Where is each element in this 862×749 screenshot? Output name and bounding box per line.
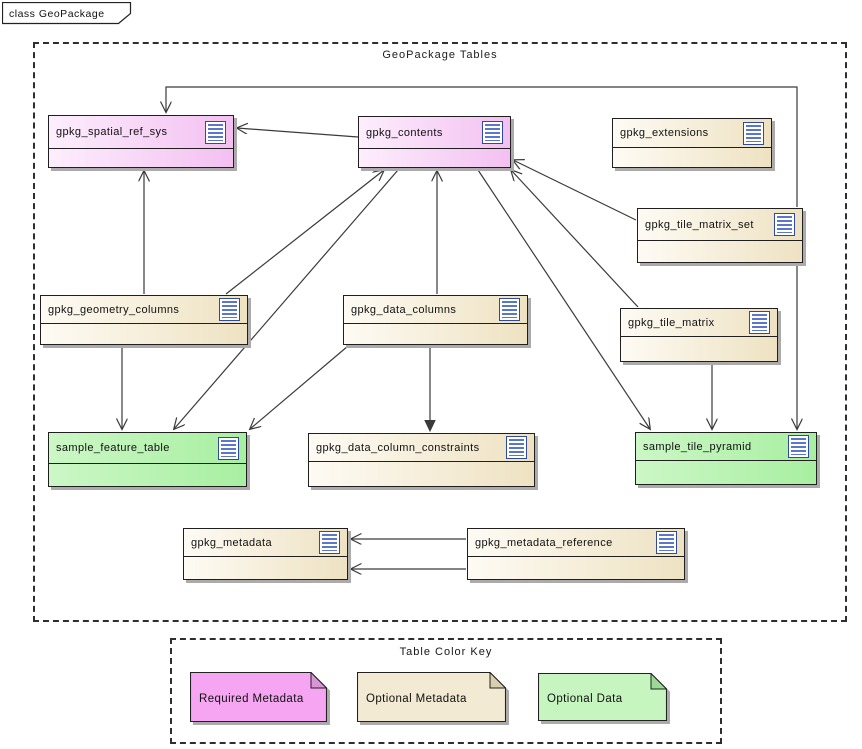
node-label: gpkg_spatial_ref_sys: [56, 126, 168, 138]
table-icon: [749, 311, 770, 334]
node-attributes-compartment: [613, 148, 771, 167]
note-fold-corner: [310, 672, 327, 689]
node-name-compartment: gpkg_spatial_ref_sys: [49, 116, 233, 149]
node-attributes-compartment: [49, 149, 233, 167]
legend-note-label: Optional Metadata: [366, 693, 467, 705]
node-label: sample_tile_pyramid: [643, 440, 752, 453]
node-attributes-compartment: [359, 149, 510, 167]
frame-label-text: class GeoPackage: [9, 8, 105, 20]
edge-dc-sft[interactable]: [250, 345, 349, 429]
node-name-compartment: gpkg_tile_matrix: [621, 309, 777, 337]
node-label: gpkg_tile_matrix: [628, 316, 715, 329]
node-name-compartment: gpkg_geometry_columns: [41, 296, 247, 324]
table-icon: [788, 435, 809, 458]
node-extensions[interactable]: gpkg_extensions: [612, 118, 772, 168]
note-shape: [357, 672, 506, 722]
node-attributes-compartment: [309, 462, 534, 486]
frame-tab-shape: [2, 2, 132, 25]
node-name-compartment: gpkg_data_column_constraints: [309, 434, 534, 462]
node-label: gpkg_data_column_constraints: [316, 441, 480, 454]
node-attributes-compartment: [638, 241, 802, 262]
node-attributes-compartment: [344, 324, 527, 344]
node-dcc[interactable]: gpkg_data_column_constraints: [308, 433, 535, 487]
legend-title: Table Color Key: [399, 646, 493, 658]
edge-contents-sft[interactable]: [174, 169, 399, 429]
node-sft[interactable]: sample_feature_table: [48, 432, 247, 487]
table-icon: [218, 436, 239, 460]
legend-note-label: Required Metadata: [199, 693, 304, 705]
node-label: gpkg_extensions: [620, 127, 709, 139]
table-icon: [205, 120, 226, 144]
frame-label-tab: class GeoPackage: [2, 2, 132, 25]
table-icon: [482, 121, 503, 144]
node-dc[interactable]: gpkg_data_columns: [343, 295, 528, 345]
table-icon: [506, 436, 527, 459]
table-color-key-frame: Table Color Key Required Metadata Option…: [170, 638, 722, 744]
node-label: gpkg_metadata: [191, 536, 273, 549]
node-mdr[interactable]: gpkg_metadata_reference: [467, 528, 685, 580]
node-stp[interactable]: sample_tile_pyramid: [635, 432, 817, 485]
node-tm[interactable]: gpkg_tile_matrix: [620, 308, 778, 362]
node-label: gpkg_contents: [366, 126, 443, 139]
node-name-compartment: gpkg_tile_matrix_set: [638, 209, 802, 241]
node-label: gpkg_geometry_columns: [48, 303, 180, 316]
node-label: gpkg_metadata_reference: [475, 536, 613, 549]
node-geom[interactable]: gpkg_geometry_columns: [40, 295, 248, 345]
node-label: gpkg_data_columns: [351, 303, 457, 316]
edge-contents-srs[interactable]: [237, 128, 359, 138]
note-fold-corner: [489, 672, 506, 689]
node-name-compartment: gpkg_data_columns: [344, 296, 527, 324]
frame-title: GeoPackage Tables: [382, 49, 498, 61]
table-icon: [499, 298, 520, 321]
node-tms[interactable]: gpkg_tile_matrix_set: [637, 208, 803, 263]
table-icon: [774, 213, 795, 236]
node-label: gpkg_tile_matrix_set: [645, 218, 754, 231]
legend-note-optional-metadata[interactable]: Optional Metadata: [357, 672, 506, 722]
node-attributes-compartment: [636, 461, 816, 484]
table-icon: [743, 121, 764, 145]
note-shape: [538, 673, 667, 721]
node-name-compartment: gpkg_extensions: [613, 119, 771, 148]
node-srs[interactable]: gpkg_spatial_ref_sys: [48, 115, 234, 168]
node-attributes-compartment: [41, 324, 247, 344]
legend-note-optional-data[interactable]: Optional Data: [538, 673, 667, 721]
edge-contents-stp[interactable]: [477, 169, 650, 429]
node-name-compartment: gpkg_contents: [359, 117, 510, 149]
node-name-compartment: sample_feature_table: [49, 433, 246, 464]
legend-note-required-metadata[interactable]: Required Metadata: [190, 672, 327, 722]
node-name-compartment: gpkg_metadata_reference: [468, 529, 684, 557]
legend-note-label: Optional Data: [547, 693, 623, 705]
node-name-compartment: sample_tile_pyramid: [636, 433, 816, 461]
edge-tms-contents[interactable]: [513, 160, 637, 221]
table-icon: [319, 531, 340, 554]
node-name-compartment: gpkg_metadata: [184, 529, 347, 557]
node-md[interactable]: gpkg_metadata: [183, 528, 348, 580]
node-attributes-compartment: [184, 557, 347, 579]
node-contents[interactable]: gpkg_contents: [358, 116, 511, 168]
edge-tms-srs[interactable]: [166, 86, 798, 207]
node-label: sample_feature_table: [56, 442, 170, 454]
table-icon: [219, 298, 240, 321]
note-fold-corner: [650, 673, 667, 690]
edge-tm-contents[interactable]: [511, 170, 639, 308]
edge-geom-contents[interactable]: [225, 170, 384, 295]
geopackage-tables-frame: GeoPackage Tables: [33, 42, 847, 622]
node-attributes-compartment: [468, 557, 684, 579]
node-attributes-compartment: [621, 337, 777, 361]
node-attributes-compartment: [49, 464, 246, 486]
note-shape: [190, 672, 327, 722]
table-icon: [656, 531, 677, 554]
